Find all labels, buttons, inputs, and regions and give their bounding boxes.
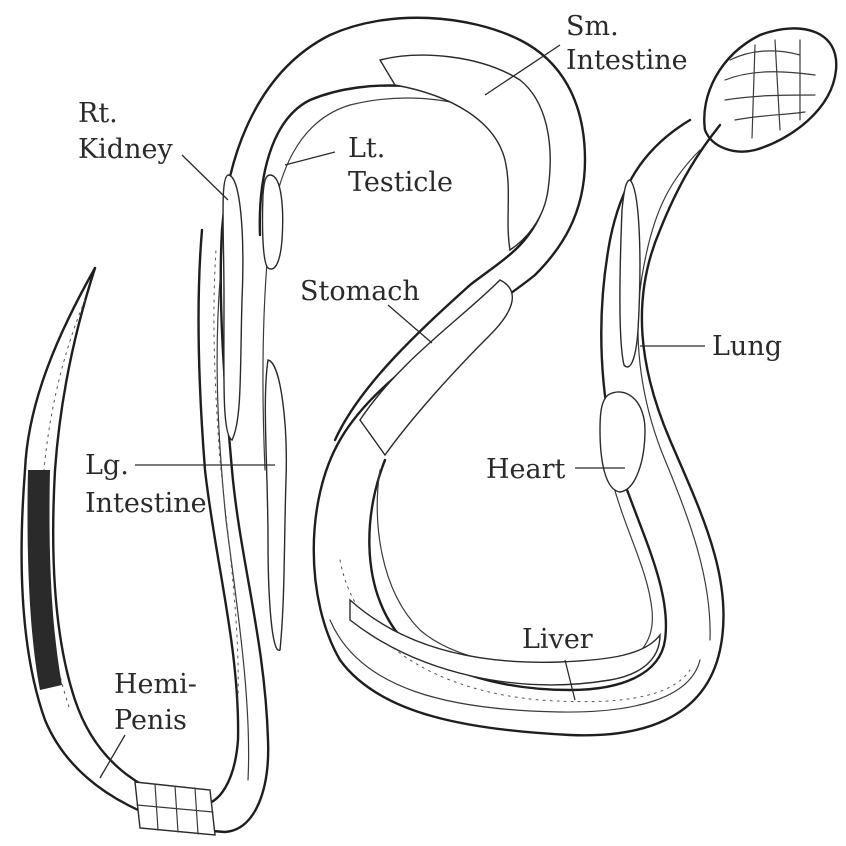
snake-head bbox=[704, 28, 836, 151]
large-intestine-shape bbox=[265, 360, 286, 650]
head-outline bbox=[704, 28, 836, 151]
rt-kidney-leader bbox=[182, 155, 228, 200]
label-rt-kidney: Rt. Kidney bbox=[78, 98, 173, 165]
small-intestine-shape bbox=[380, 55, 550, 250]
kidney-shape bbox=[223, 175, 243, 440]
label-liver: Liver bbox=[522, 624, 593, 655]
lower-loop-inner bbox=[377, 470, 652, 669]
liver-shape bbox=[350, 600, 660, 685]
tail-dark-band bbox=[28, 470, 63, 690]
label-stomach: Stomach bbox=[300, 276, 420, 307]
heart-shape bbox=[600, 392, 645, 492]
head-scales bbox=[725, 40, 815, 138]
stomach-leader bbox=[388, 305, 432, 343]
label-sm-intestine: Sm. Intestine bbox=[566, 11, 688, 76]
label-lt-testicle: Lt. Testicle bbox=[348, 133, 453, 198]
label-lung: Lung bbox=[712, 331, 782, 362]
label-lg-intestine: Lg. Intestine bbox=[85, 450, 207, 519]
testicle-shape bbox=[263, 175, 283, 269]
lung-shape bbox=[620, 180, 640, 367]
label-heart: Heart bbox=[486, 454, 566, 485]
body-midline-right bbox=[638, 150, 710, 640]
label-hemi-penis: Hemi- Penis bbox=[114, 669, 205, 736]
